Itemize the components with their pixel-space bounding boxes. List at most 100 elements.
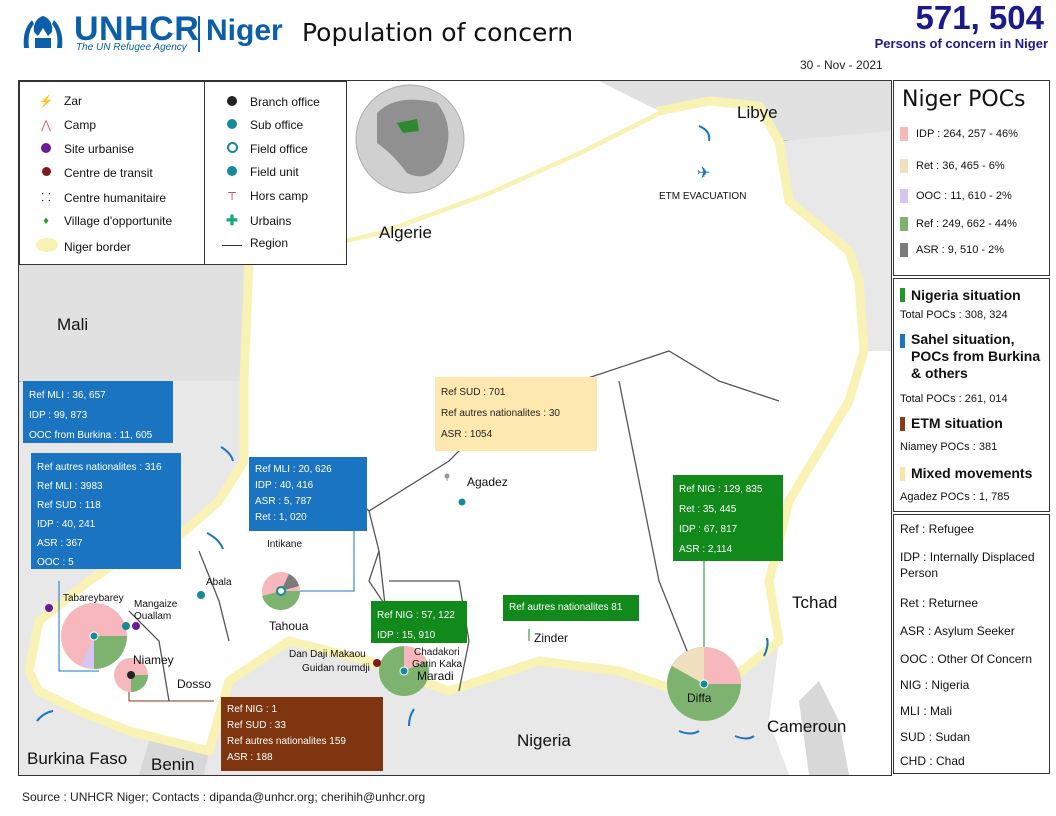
place-label-chadakori[interactable]: Chadakori xyxy=(414,647,460,658)
airplane-icon: ✈ xyxy=(697,165,711,182)
place-label-agadez[interactable]: Agadez xyxy=(467,475,508,489)
abbr-sud: SUD : Sudan xyxy=(900,730,971,744)
place-label-guidan[interactable]: Guidan roumdji xyxy=(302,663,370,674)
poc-row-idp: IDP : 264, 257 - 46% xyxy=(900,127,1018,141)
field-unit-icon xyxy=(222,165,242,179)
mixed-movements-swatch xyxy=(900,467,905,481)
legend-item-opportunity-village: ♦ Village d'opportunite xyxy=(36,214,172,228)
legend-item-field-office: Field office xyxy=(222,142,308,156)
place-label-niamey[interactable]: Niamey xyxy=(133,653,174,667)
sub-office-icon xyxy=(222,118,242,132)
place-label-tahoua[interactable]: Tahoua xyxy=(269,619,309,633)
legend-label: Field office xyxy=(250,142,308,156)
place-label-tabareybarey[interactable]: Tabareybarey xyxy=(63,593,124,604)
sahel-situation-total: Total POCs : 261, 014 xyxy=(900,393,1008,405)
legend-label: Zar xyxy=(64,94,82,108)
legend-label: Branch office xyxy=(250,95,320,109)
nigeria-situation-title: Nigeria situation xyxy=(911,287,1021,303)
abbr-chd: CHD : Chad xyxy=(900,754,965,768)
nigeria-situation-swatch xyxy=(900,288,905,302)
place-label-etm: ETM EVACUATION xyxy=(659,191,747,202)
country-label-benin: Benin xyxy=(151,755,195,774)
inset-globe xyxy=(355,84,465,194)
place-label-mangaize[interactable]: Mangaize xyxy=(134,599,178,610)
legend-label: Village d'opportunite xyxy=(64,214,173,228)
sahel-situation-title: Sahel situation, POCs from Burkina & oth… xyxy=(911,331,1041,381)
mixed-movements-title: Mixed movements xyxy=(911,465,1033,481)
total-poc-count: 571, 504 xyxy=(915,0,1044,36)
legend-label: Site urbanise xyxy=(64,142,135,156)
urban-site-icon xyxy=(36,142,56,156)
map-legend xyxy=(19,81,347,265)
legend-label: Centre de transit xyxy=(64,166,153,180)
place-label-intikane[interactable]: Intikane xyxy=(267,539,303,550)
place-label-dosso[interactable]: Dosso xyxy=(177,677,212,691)
opportunity-village-icon: ♦ xyxy=(43,215,49,227)
niger-border-icon xyxy=(36,238,58,255)
mixed-movements-total: Agadez POCs : 1, 785 xyxy=(900,491,1010,503)
abbr-mli: MLI : Mali xyxy=(900,704,953,718)
region-line-icon xyxy=(222,237,242,249)
country-label-tchad: Tchad xyxy=(792,593,838,612)
legend-item-niger-border: Niger border xyxy=(36,238,131,255)
poc-row-ret: Ret : 36, 465 - 6% xyxy=(900,159,1005,173)
legend-item-branch-office: Branch office xyxy=(222,95,320,109)
etm-situation-total: Niamey POCs : 381 xyxy=(900,441,998,453)
country-label-libye: Libye xyxy=(737,103,778,122)
place-label-diffa[interactable]: Diffa xyxy=(687,691,712,705)
legend-label: Centre humanitaire xyxy=(64,190,167,205)
poc-row-ooc: OOC : 11, 610 - 2% xyxy=(900,189,1012,203)
zar-icon: ⚡ xyxy=(38,94,54,108)
legend-item-camp: ⋀ Camp xyxy=(36,118,96,132)
legend-item-zar: ⚡ Zar xyxy=(36,94,82,108)
logo-country: Niger xyxy=(206,14,283,47)
situations-panel: Nigeria situation Total POCs : 308, 324 … xyxy=(893,278,1050,512)
country-label-cameroun: Cameroun xyxy=(767,717,847,736)
logo-separator xyxy=(198,16,200,52)
place-label-garinkaka[interactable]: Garin Kaka xyxy=(412,659,463,670)
legend-divider xyxy=(204,81,205,265)
poc-row-ref: Ref : 249, 662 - 44% xyxy=(900,217,1017,231)
country-label-algerie: Algerie xyxy=(379,223,432,242)
unhcr-emblem-icon xyxy=(23,16,63,48)
legend-label: Camp xyxy=(64,118,97,132)
place-label-abala[interactable]: Abala xyxy=(206,577,232,588)
legend-item-transit-center: Centre de transit xyxy=(36,166,153,180)
abbr-nig: NIG : Nigeria xyxy=(900,678,970,692)
logo-wordmark: UNHCR xyxy=(74,10,200,48)
place-label-zinder[interactable]: Zinder xyxy=(534,631,569,645)
place-label-maradi[interactable]: Maradi xyxy=(417,669,454,683)
place-label-ouallam[interactable]: Ouallam xyxy=(134,611,172,622)
nigeria-situation-total: Total POCs : 308, 324 xyxy=(900,309,1008,321)
niger-pocs-panel: Niger POCs IDP : 264, 257 - 46% Ret : 36… xyxy=(893,80,1050,276)
legend-label: Region xyxy=(250,236,289,250)
country-label-nigeria: Nigeria xyxy=(517,731,571,750)
field-office-icon xyxy=(222,142,242,156)
country-label-burkina: Burkina Faso xyxy=(27,749,128,768)
legend-item-urban: ✚ Urbains xyxy=(222,212,291,229)
legend-label: Urbains xyxy=(250,213,292,228)
niger-pocs-title: Niger POCs xyxy=(902,87,1026,112)
office-markers xyxy=(45,473,709,689)
legend-label: Sub office xyxy=(250,118,304,132)
etm-situation-swatch xyxy=(900,417,905,431)
abbr-idp: IDP : Internally Displaced Person xyxy=(900,550,1035,580)
legend-item-urban-site: Site urbanise xyxy=(36,142,134,156)
abbr-ret: Ret : Returnee xyxy=(900,596,979,610)
branch-office-icon xyxy=(222,95,242,109)
legend-item-sub-office: Sub office xyxy=(222,118,303,132)
urban-icon: ✚ xyxy=(226,212,238,228)
hors-camp-icon: ⊤ xyxy=(227,190,237,203)
place-label-dandaji[interactable]: Dan Daji Makaou xyxy=(289,649,366,660)
camp-icon: ⋀ xyxy=(41,118,51,132)
abbr-ref: Ref : Refugee xyxy=(900,522,975,536)
humanitarian-center-icon: ⸬ xyxy=(41,192,51,204)
legend-item-humanitarian-center: ⸬ Centre humanitaire xyxy=(36,190,166,205)
